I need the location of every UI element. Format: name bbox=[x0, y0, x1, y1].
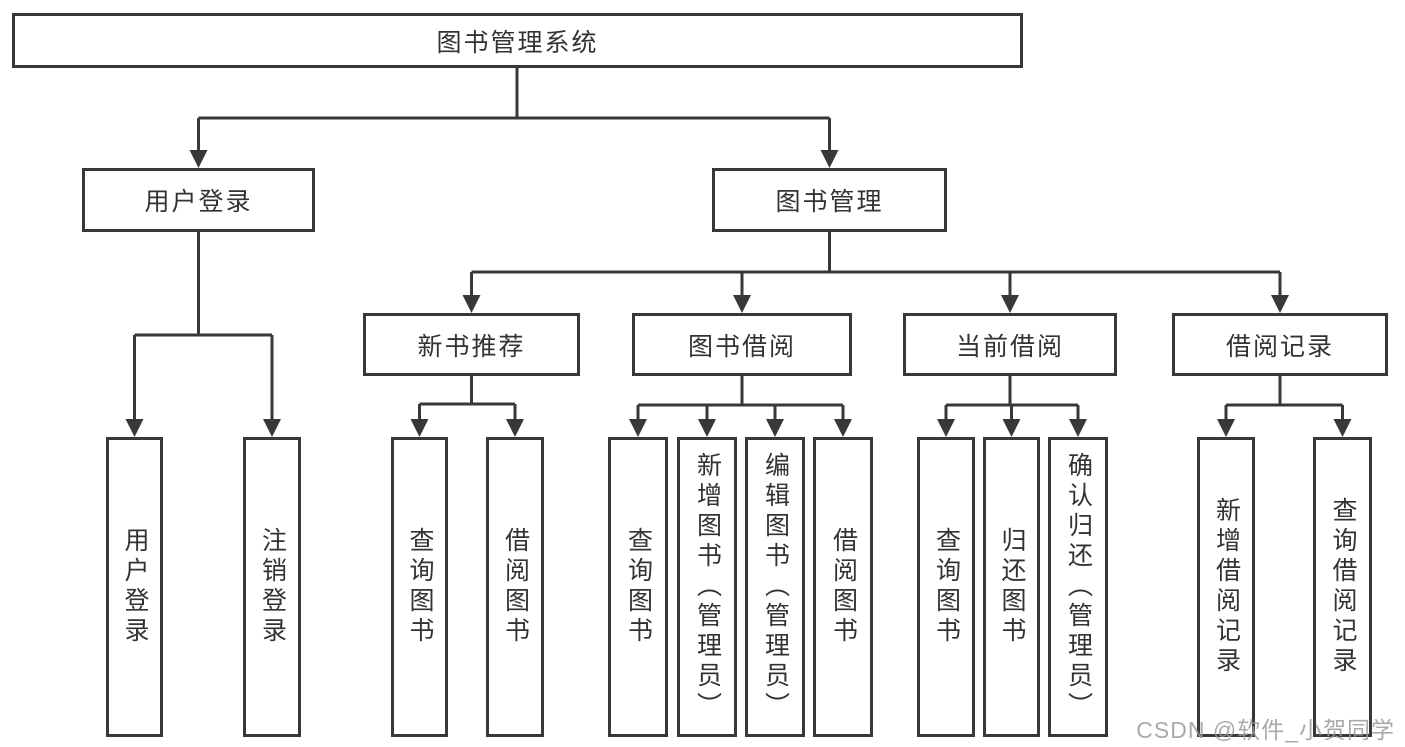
leaf-br-add-record: 新增借阅记录 bbox=[1197, 437, 1255, 737]
arrowhead-icon bbox=[462, 295, 481, 313]
leaf-cb-confirm-return-admin: 确认归还（管理员） bbox=[1048, 437, 1108, 737]
leaf-rec-query-book: 查询图书 bbox=[391, 437, 448, 737]
leaf-user-login: 用户登录 bbox=[106, 437, 163, 737]
leaf-user-login-label: 用户登录 bbox=[121, 527, 149, 647]
leaf-bb-add-book-admin-label: 新增图书（管理员） bbox=[693, 452, 722, 722]
leaf-bb-query-book-label: 查询图书 bbox=[624, 527, 653, 647]
leaf-bb-edit-book-admin: 编辑图书（管理员） bbox=[745, 437, 805, 737]
leaf-rec-borrow-book: 借阅图书 bbox=[486, 437, 544, 737]
arrowhead-icon bbox=[698, 419, 716, 437]
leaf-rec-query-book-label: 查询图书 bbox=[406, 527, 434, 647]
arrowhead-icon bbox=[1069, 419, 1087, 437]
connector-lines bbox=[133, 68, 1344, 421]
arrow-heads bbox=[125, 150, 1352, 437]
arrowhead-icon bbox=[189, 150, 208, 168]
arrowhead-icon bbox=[263, 419, 281, 437]
node-borrow-record: 借阅记录 bbox=[1172, 313, 1388, 376]
arrowhead-icon bbox=[733, 295, 751, 313]
arrowhead-icon bbox=[937, 419, 955, 437]
leaf-logout: 注销登录 bbox=[243, 437, 301, 737]
arrowhead-icon bbox=[1002, 419, 1021, 437]
arrowhead-icon bbox=[1217, 419, 1235, 437]
node-current-borrow: 当前借阅 bbox=[903, 313, 1117, 376]
arrowhead-icon bbox=[766, 419, 784, 437]
arrowhead-icon bbox=[506, 419, 524, 437]
arrowhead-icon bbox=[1001, 295, 1019, 313]
leaf-cb-query-book-label: 查询图书 bbox=[932, 527, 961, 647]
arrowhead-icon bbox=[834, 419, 852, 437]
arrowhead-icon bbox=[410, 419, 429, 437]
leaf-br-add-record-label: 新增借阅记录 bbox=[1212, 497, 1241, 677]
leaf-logout-label: 注销登录 bbox=[258, 527, 287, 647]
leaf-bb-add-book-admin: 新增图书（管理员） bbox=[677, 437, 737, 737]
csdn-watermark: CSDN @软件_小贺同学 bbox=[1136, 717, 1395, 743]
node-book-borrow: 图书借阅 bbox=[632, 313, 852, 376]
leaf-bb-borrow-book-label: 借阅图书 bbox=[829, 527, 858, 647]
leaf-cb-return-book-label: 归还图书 bbox=[998, 527, 1026, 647]
arrowhead-icon bbox=[1333, 419, 1352, 437]
leaf-bb-edit-book-admin-label: 编辑图书（管理员） bbox=[761, 452, 790, 722]
node-new-book-recommend: 新书推荐 bbox=[363, 313, 580, 376]
leaf-cb-query-book: 查询图书 bbox=[917, 437, 975, 737]
node-root-library-system: 图书管理系统 bbox=[12, 13, 1023, 68]
leaf-bb-query-book: 查询图书 bbox=[608, 437, 668, 737]
leaf-cb-return-book: 归还图书 bbox=[983, 437, 1040, 737]
arrowhead-icon bbox=[125, 419, 144, 437]
leaf-rec-borrow-book-label: 借阅图书 bbox=[501, 527, 530, 647]
node-user-login: 用户登录 bbox=[82, 168, 315, 232]
leaf-br-query-record-label: 查询借阅记录 bbox=[1329, 497, 1357, 677]
leaf-br-query-record: 查询借阅记录 bbox=[1313, 437, 1372, 737]
arrowhead-icon bbox=[1271, 295, 1289, 313]
node-book-management: 图书管理 bbox=[712, 168, 947, 232]
arrowhead-icon bbox=[820, 150, 839, 168]
leaf-bb-borrow-book: 借阅图书 bbox=[813, 437, 873, 737]
leaf-cb-confirm-return-admin-label: 确认归还（管理员） bbox=[1064, 452, 1093, 722]
arrowhead-icon bbox=[629, 419, 647, 437]
